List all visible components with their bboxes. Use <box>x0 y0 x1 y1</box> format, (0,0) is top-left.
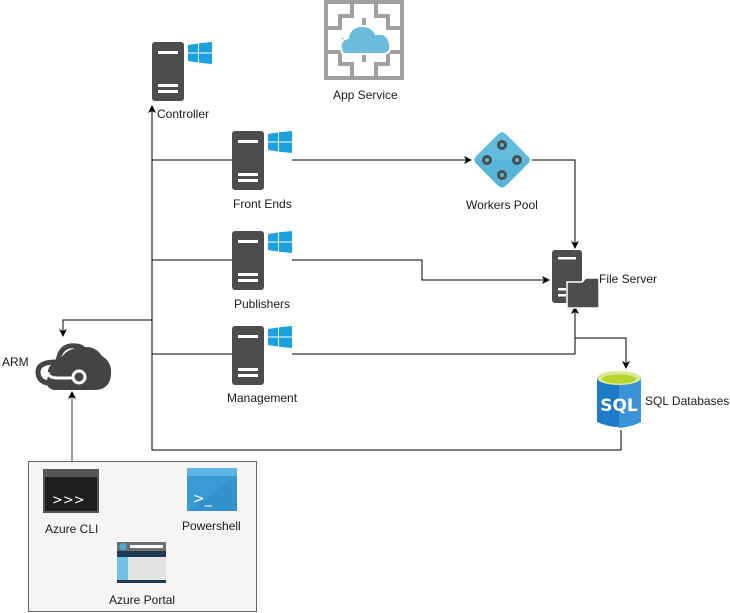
controller-label: Controller <box>157 107 210 121</box>
edge-bus-to-arm <box>59 319 152 337</box>
azure-cli-label: Azure CLI <box>45 522 99 536</box>
controller-server-icon <box>152 42 212 101</box>
edges <box>59 105 630 461</box>
publishers-server-icon <box>232 231 292 290</box>
edge-sql-to-controller <box>148 105 622 451</box>
powershell-label: Powershell <box>182 519 241 533</box>
azure-resource-manager-icon <box>35 343 112 390</box>
app-service-label: App Service <box>333 88 398 102</box>
front-ends-label: Front Ends <box>233 197 292 211</box>
windows-logo-icon <box>268 231 292 253</box>
file-server-icon <box>552 250 600 309</box>
arm-label: ARM <box>2 355 29 369</box>
windows-logo-icon <box>268 326 292 348</box>
portal-icon <box>117 542 166 583</box>
management-server-icon <box>232 326 292 385</box>
powershell-icon: >_ <box>187 468 237 511</box>
edge-publishers-to-fileserver <box>292 259 550 284</box>
publishers-label: Publishers <box>234 297 291 311</box>
cli-prompt-text: >>> <box>52 493 85 508</box>
terminal-icon: >>> <box>43 469 99 513</box>
sql-icon-text: SQL <box>600 396 638 416</box>
edge-management-to-fileserver <box>292 306 579 355</box>
edge-workers-to-fileserver <box>532 159 579 249</box>
powershell-prompt-text: >_ <box>193 491 213 507</box>
edge-fileserver-to-sql <box>575 337 630 369</box>
file-server-label: File Server <box>599 272 658 286</box>
sql-database-icon: SQL <box>597 371 641 428</box>
app-service-icon <box>324 0 404 80</box>
front-ends-server-icon <box>232 131 292 190</box>
sql-databases-label: SQL Databases <box>645 394 730 408</box>
workers-pool-label: Workers Pool <box>466 198 538 212</box>
windows-logo-icon <box>268 131 292 153</box>
azure-portal-label: Azure Portal <box>109 593 176 607</box>
workers-pool-icon <box>473 131 531 188</box>
management-label: Management <box>227 391 298 405</box>
windows-logo-icon <box>188 42 212 64</box>
